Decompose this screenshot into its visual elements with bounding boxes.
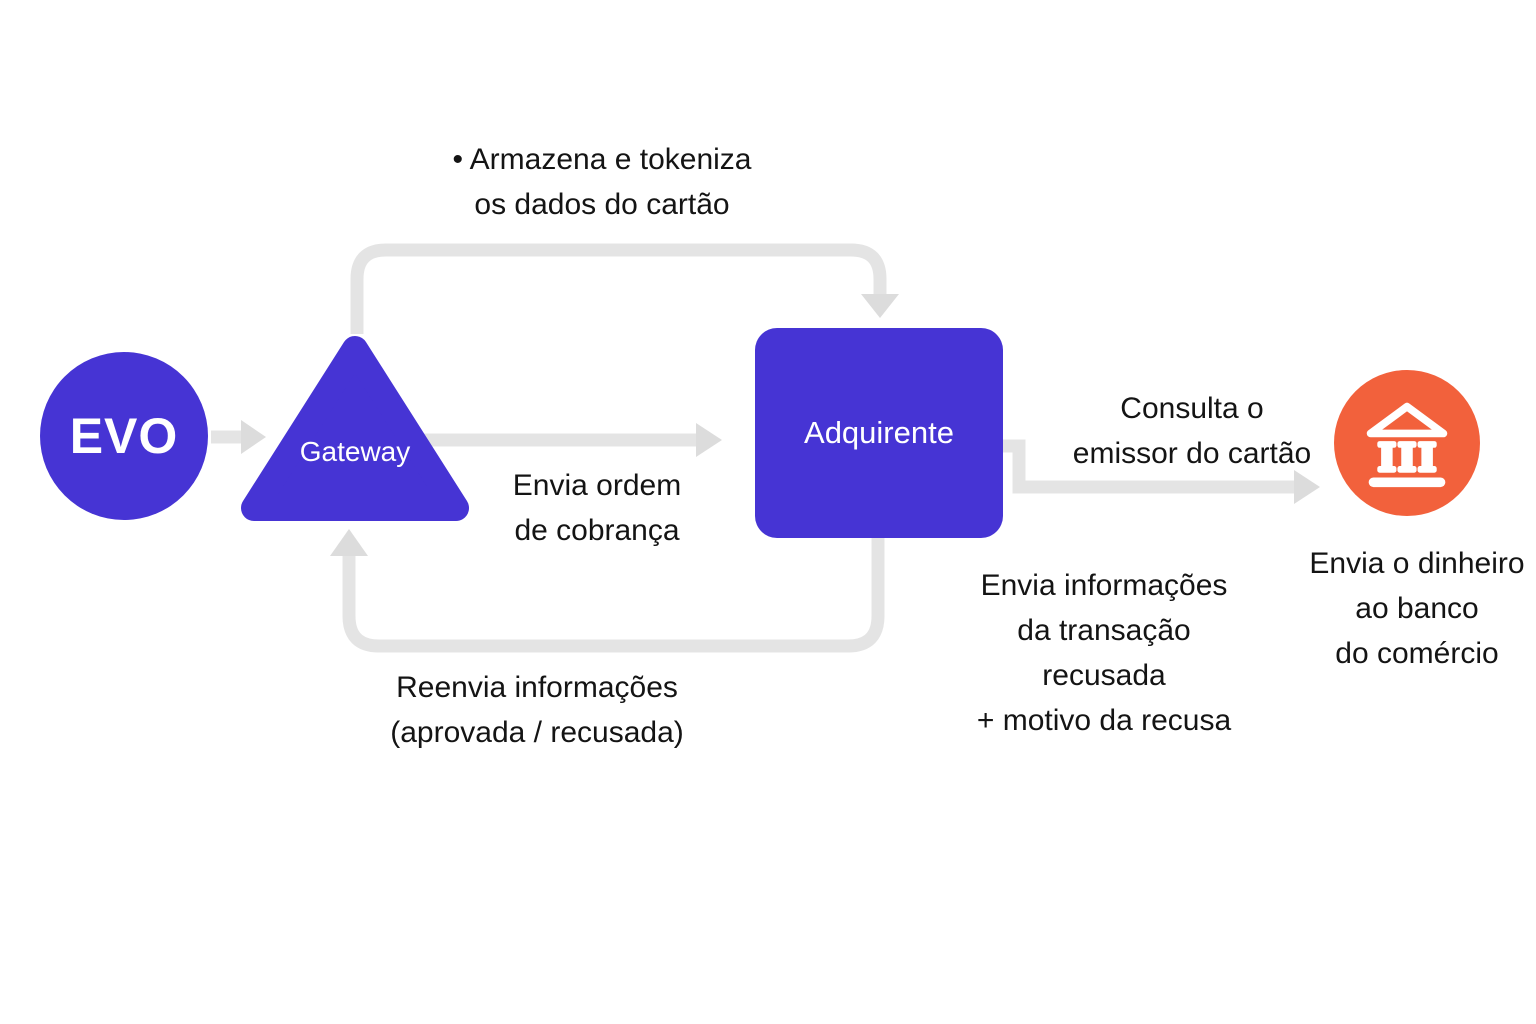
- bank-building-icon: [1366, 402, 1448, 488]
- node-evo: EVO: [40, 352, 208, 520]
- arrow-gateway-to-adquirente-top: [350, 243, 899, 334]
- node-adquirente: Adquirente: [755, 328, 1003, 538]
- node-evo-label: EVO: [69, 408, 179, 464]
- gateway-label-text: Gateway: [299, 436, 411, 467]
- arrow-evo-to-gateway: [211, 420, 266, 454]
- annotation-resend-info: Reenvia informações (aprovada / recusada…: [390, 671, 684, 749]
- node-bank: [1334, 370, 1480, 516]
- annotation-consult-issuer: Consulta o emissor do cartão: [1072, 392, 1312, 470]
- annotation-declined-info: Envia informações da transação recusada …: [976, 569, 1232, 737]
- node-gateway-label: Gateway: [265, 436, 445, 468]
- arrow-gateway-to-adquirente-mid: [420, 423, 722, 457]
- node-gateway-triangle: [241, 336, 469, 521]
- annotation-store-tokenize: • Armazena e tokeniza os dados do cartão: [452, 143, 752, 221]
- arrow-adquirente-to-gateway-bottom: [330, 529, 885, 653]
- arrow-adquirente-to-bank: [1000, 439, 1320, 504]
- node-adquirente-label: Adquirente: [804, 415, 954, 450]
- annotation-send-charge-order: Envia ordem de cobrança: [512, 469, 682, 547]
- annotation-send-money: Envia o dinheiro ao banco do comércio: [1309, 547, 1525, 670]
